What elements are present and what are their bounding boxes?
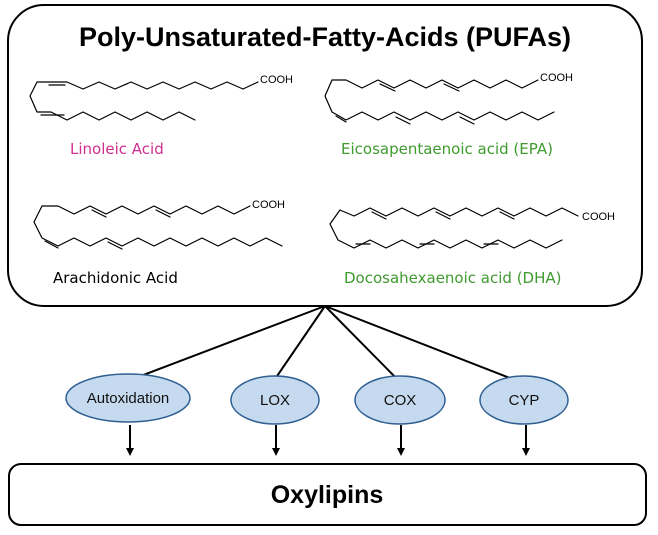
epa-label: Eicosapentaenoic acid (EPA) [341,140,553,158]
svg-text:COX: COX [384,392,417,409]
svg-text:Autoxidation: Autoxidation [87,390,170,407]
pathway-arrows [126,425,530,456]
oxylipins-box [8,463,647,526]
pathway-cyp: CYP [479,375,569,425]
pathway-autoxidation: Autoxidation [65,373,191,423]
linoleic-acid-structure: COOH [29,74,293,121]
pufa-title: Poly-Unsaturated-Fatty-Acids (PUFAs) [79,22,571,52]
arachidonic-cooh: COOH [252,199,285,211]
pathway-connectors [124,305,521,383]
dha-structure: COOH [329,207,615,249]
pathway-lox: LOX [230,375,320,425]
epa-structure: COOH [324,72,573,125]
epa-cooh: COOH [540,72,573,84]
dha-cooh: COOH [582,211,615,223]
pathway-cox: COX [354,375,446,425]
linoleic-acid-label: Linoleic Acid [70,140,164,158]
svg-text:CYP: CYP [509,392,540,409]
oxylipins-title: Oxylipins [271,481,384,509]
arachidonic-acid-label: Arachidonic Acid [53,269,178,287]
linoleic-cooh: COOH [260,74,293,86]
arachidonic-acid-structure: COOH [33,199,285,250]
svg-text:LOX: LOX [260,392,290,409]
dha-label: Docosahexaenoic acid (DHA) [344,269,562,287]
